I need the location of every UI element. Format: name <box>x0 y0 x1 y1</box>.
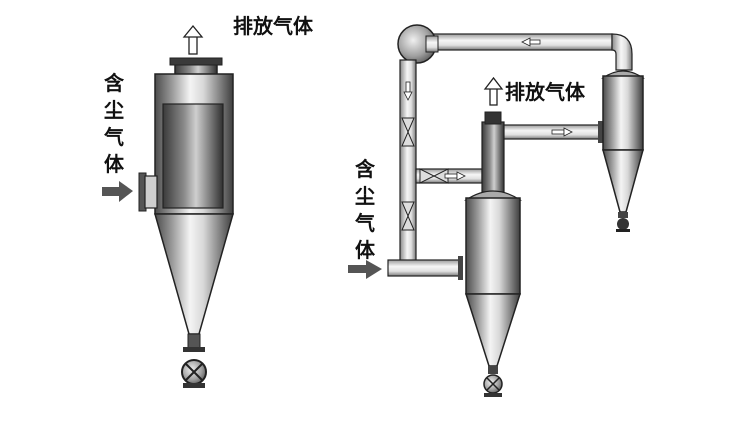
big-cyclone-neck <box>488 366 498 374</box>
dusty-gas-label-left: 含尘气体 <box>104 71 124 176</box>
big-cyclone-body <box>465 197 521 295</box>
top-duct-elbow <box>611 33 633 71</box>
left-inlet-box <box>144 175 158 209</box>
riser-tube <box>481 121 505 193</box>
exhaust-gas-label-right: 排放气体 <box>505 80 585 104</box>
small-cyclone-cone <box>602 149 644 213</box>
inlet-duct <box>387 259 461 277</box>
big-cyclone-cone <box>464 293 522 367</box>
riser-cap <box>484 111 502 125</box>
left-discharge-flange <box>183 347 205 352</box>
left-outlet-cap <box>169 57 223 66</box>
small-cyclone-body <box>602 75 644 151</box>
transfer-duct-flange <box>598 121 603 143</box>
left-exhaust-arrow-icon <box>182 24 204 55</box>
left-rotary-valve-icon <box>181 359 207 388</box>
left-cone <box>154 213 234 335</box>
small-rotary-valve-icon <box>616 218 630 232</box>
small-cyclone-neck <box>618 212 628 218</box>
exhaust-gas-label-left: 排放气体 <box>233 14 313 38</box>
left-inner-tube <box>162 103 224 209</box>
left-discharge-neck <box>187 333 201 349</box>
flow-arrow-icon <box>444 171 466 181</box>
right-inlet-arrow-icon <box>348 260 382 279</box>
flow-arrow-icon <box>551 127 573 137</box>
right-exhaust-arrow-icon <box>483 76 504 106</box>
valve-icon <box>401 117 415 147</box>
top-duct <box>429 33 613 51</box>
left-inlet-arrow-icon <box>102 181 133 202</box>
flow-arrow-icon <box>521 37 541 47</box>
big-rotary-valve-icon <box>483 374 503 397</box>
flow-arrow-icon <box>403 81 413 101</box>
valve-icon <box>401 201 415 231</box>
dusty-gas-label-right: 含尘气体 <box>355 157 375 262</box>
inlet-duct-flange <box>458 256 463 280</box>
right-system <box>348 24 645 397</box>
fan-icon <box>397 24 439 64</box>
left-cyclone <box>102 24 234 388</box>
